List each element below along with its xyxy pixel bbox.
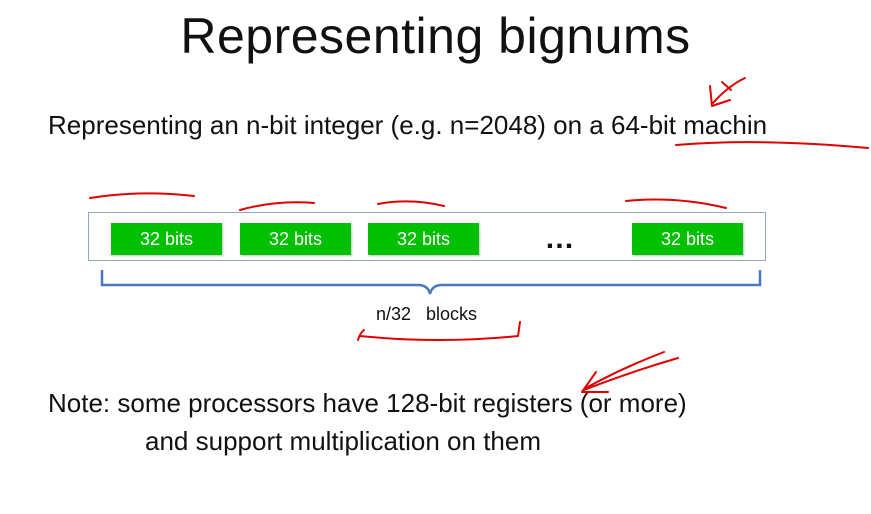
block-3: 32 bits [368,223,479,255]
intro-line: Representing an n-bit integer (e.g. n=20… [48,110,768,140]
stroke-above-block-2 [239,201,315,211]
underline-64bit [675,141,869,149]
block-2: 32 bits [240,223,351,255]
stroke-above-block-3 [377,200,445,207]
slide-title: Representing bignums [180,8,691,64]
arrow-64bit-tick [721,81,732,91]
brace [100,270,762,295]
arrow-64bit [711,77,746,105]
stroke-above-block-last [625,198,727,209]
brace-caption: n/32 blocks [376,304,478,324]
block-last: 32 bits [632,223,743,255]
note-line-1: Note: some processors have 128-bit regis… [48,388,687,418]
note-line-2: and support multiplication on them [145,426,542,456]
block-1: 32 bits [111,223,222,255]
stroke-above-block-1 [89,192,195,199]
arrow-registers-2 [585,351,665,389]
ellipsis: … [544,222,576,255]
arrow-64bit-head [709,85,731,107]
